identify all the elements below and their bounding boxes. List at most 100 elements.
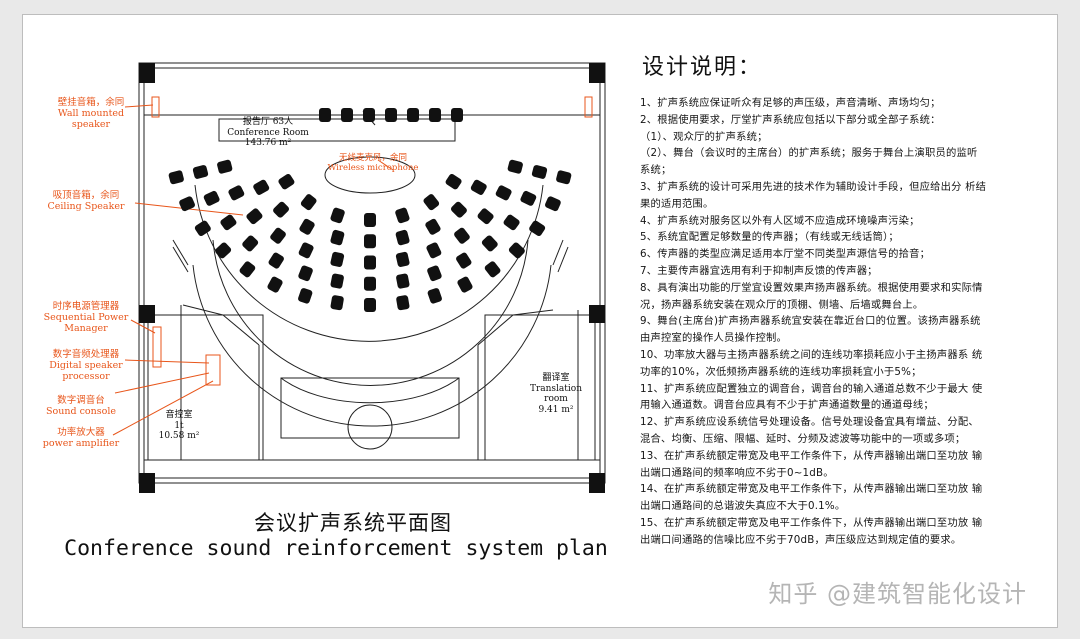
seat bbox=[364, 255, 376, 270]
seat bbox=[427, 265, 442, 282]
wireless-mic-zh: 无线麦克风，余同 bbox=[338, 153, 407, 163]
seat bbox=[330, 207, 345, 224]
console-label: 数字调音台 Sound console bbox=[31, 395, 131, 417]
control-room-sub: 1t bbox=[174, 420, 184, 431]
seat bbox=[407, 108, 419, 122]
seat bbox=[242, 235, 259, 252]
power-manager-en2: Manager bbox=[64, 323, 108, 334]
seat bbox=[319, 108, 331, 122]
note-line: 况，扬声器系统安装在观众厅的顶棚、侧墙、后墙或舞台上。 bbox=[640, 298, 924, 311]
seat bbox=[445, 173, 462, 190]
seat bbox=[395, 229, 410, 246]
dsp-en: Digital speaker bbox=[49, 360, 123, 371]
note-line: 15、在扩声系统额定带宽及电平工作条件下，从传声器输出端口至功放 输 bbox=[640, 516, 983, 529]
note-line: 出端口通路间的频率响应不劣于0~1dB。 bbox=[640, 466, 834, 479]
seat bbox=[330, 273, 344, 289]
note-line: 功率的10%，次低频扬声器系统的连线功率损耗宜小于5%； bbox=[640, 365, 922, 378]
console-en: Sound console bbox=[46, 406, 116, 417]
seat bbox=[268, 252, 284, 269]
seat bbox=[507, 159, 523, 174]
note-line: 4、扩声系统对服务区以外有人区域不应造成环境噪声污染； bbox=[640, 214, 920, 227]
notes-list: 1、扩声系统应保证听众有足够的声压级，声音清晰、声场均匀；2、根据使用要求，厅堂… bbox=[640, 95, 1052, 549]
note-line: 13、在扩声系统额定带宽及电平工作条件下，从传声器输出端口至功放 输 bbox=[640, 449, 983, 462]
wall-speaker-en2: speaker bbox=[71, 119, 111, 130]
translation-room-label: 翻译室 Translation room 9.41 m² bbox=[526, 373, 586, 415]
seat bbox=[220, 214, 237, 231]
seat bbox=[385, 108, 397, 122]
seat bbox=[426, 242, 442, 259]
floor-plan bbox=[112, 62, 606, 493]
note-line: 出端口间通路的信噪比应不劣于70dB，声压级应达到规定值的要求。 bbox=[640, 533, 962, 546]
seat bbox=[520, 190, 537, 206]
seat bbox=[529, 220, 546, 237]
wireless-mic-label: 无线麦克风，余同 Wireless microphone bbox=[313, 153, 433, 173]
seat bbox=[246, 208, 263, 225]
note-line: （2）、舞台（会议时的主席台）的扩声系统；服务于舞台上演职员的监听 bbox=[640, 147, 978, 160]
wireless-mic-en: Wireless microphone bbox=[327, 163, 419, 173]
control-room-label: 音控室 1t 10.58 m² bbox=[149, 410, 209, 442]
note-line: 果的适用范围。 bbox=[640, 197, 714, 210]
amplifier-en: power amplifier bbox=[42, 438, 120, 449]
note-line: 12、扩声系统应设系统信号处理设备。信号处理设备宜具有增益、分配、 bbox=[640, 416, 979, 429]
plan-title-en: Conference sound reinforcement system pl… bbox=[64, 536, 608, 561]
amplifier-zh: 功率放大器 bbox=[57, 427, 105, 438]
note-line: 5、系统宜配置足够数量的传声器；（有线或无线话筒）； bbox=[640, 231, 899, 244]
notes-heading: 设计说明： bbox=[642, 55, 763, 80]
seat bbox=[423, 194, 440, 211]
seat bbox=[278, 173, 295, 190]
seat bbox=[364, 298, 376, 312]
note-line: （1）、观众厅的扩声系统； bbox=[640, 130, 768, 143]
note-line: 14、在扩声系统额定带宽及电平工作条件下，从传声器输出端口至功放 输 bbox=[640, 483, 983, 496]
seat bbox=[477, 208, 494, 225]
control-room-zh: 音控室 bbox=[165, 410, 193, 420]
dsp-zh: 数字音频处理器 bbox=[52, 349, 120, 360]
wall-speaker-en: Wall mounted bbox=[57, 108, 125, 119]
note-line: 8、具有演出功能的厅堂宜设置效果声扬声器系统。根据使用要求和实际情 bbox=[640, 281, 983, 294]
seat bbox=[363, 108, 375, 122]
seat bbox=[330, 229, 345, 246]
seat bbox=[168, 170, 184, 185]
seat bbox=[364, 234, 376, 249]
hall-label: 报告厅 63人 Conference Room 143.76 m² bbox=[218, 117, 318, 149]
seat bbox=[194, 220, 211, 237]
seat bbox=[495, 185, 512, 201]
note-line: 系统； bbox=[640, 164, 672, 177]
seat bbox=[396, 295, 410, 311]
design-notes: 设计说明： 1、扩声系统应保证听众有足够的声压级，声音清晰、声场均匀；2、根据使… bbox=[640, 49, 1052, 549]
seat bbox=[215, 242, 232, 259]
note-line: 由声控室的操作人员操作控制。 bbox=[640, 332, 787, 345]
power-manager-en: Sequential Power bbox=[43, 312, 129, 323]
translation-room-area: 9.41 m² bbox=[538, 404, 574, 415]
hall-en: Conference Room bbox=[227, 127, 309, 138]
seat bbox=[253, 179, 270, 195]
seat bbox=[395, 207, 410, 224]
note-line: 6、传声器的类型应满足适用本厅堂不同类型声源信号的拾音； bbox=[640, 248, 931, 261]
seat bbox=[556, 170, 572, 185]
seat bbox=[450, 201, 467, 218]
seat bbox=[457, 276, 473, 293]
seat bbox=[298, 288, 313, 304]
ceiling-speaker-zh: 吸顶音箱，余同 bbox=[52, 190, 120, 201]
seat bbox=[270, 227, 286, 244]
seat bbox=[503, 214, 520, 231]
seat bbox=[429, 108, 441, 122]
seat bbox=[298, 265, 313, 282]
seat bbox=[531, 165, 548, 179]
seat bbox=[470, 179, 487, 195]
seat bbox=[299, 218, 315, 235]
seat bbox=[228, 185, 245, 201]
seat bbox=[179, 196, 195, 212]
note-line: 10、功率放大器与主扬声器系统之间的连线功率损耗应小于主扬声器系 统 bbox=[640, 348, 983, 361]
seat bbox=[192, 165, 209, 179]
note-line: 11、扩声系统应配置独立的调音台，调音台的输入通道总数不少于最大 使 bbox=[640, 382, 983, 395]
note-line: 2、根据使用要求，厅堂扩声系统应包括以下部分或全部子系统： bbox=[640, 113, 941, 126]
watermark: 知乎 @建筑智能化设计 bbox=[768, 580, 1027, 608]
note-line: 用输入通道数。调音台应具有不少于扩声通道数量的通道母线； bbox=[640, 399, 934, 412]
note-line: 混合、均衡、压缩、限幅、延时、分频及滤波等功能中的一项或多项； bbox=[640, 432, 966, 445]
translation-room-en: Translation bbox=[529, 383, 583, 394]
seat bbox=[545, 196, 561, 212]
seat bbox=[396, 273, 410, 289]
console-zh: 数字调音台 bbox=[57, 395, 105, 406]
plan-title-zh: 会议扩声系统平面图 bbox=[254, 511, 452, 535]
seat bbox=[341, 108, 353, 122]
